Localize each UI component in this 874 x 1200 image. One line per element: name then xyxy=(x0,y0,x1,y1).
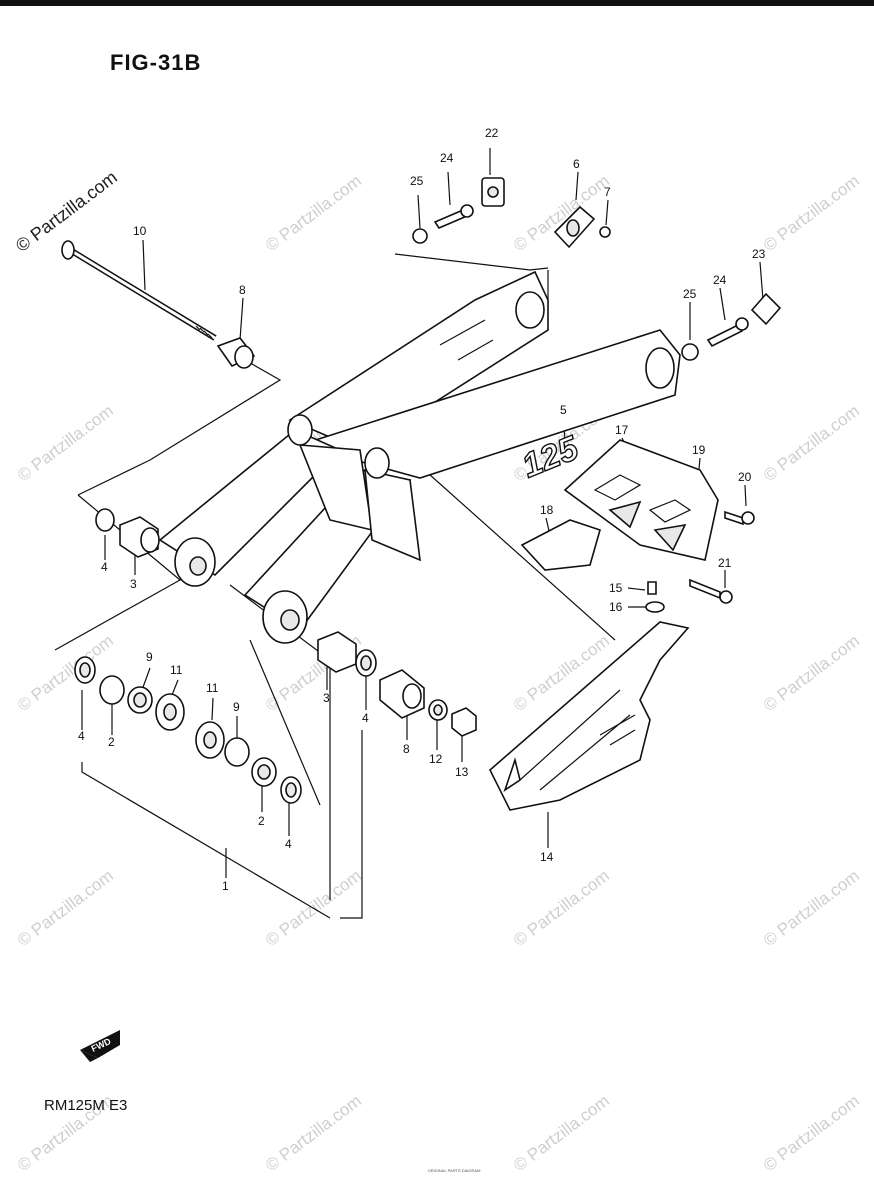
bearing-set-upper-left xyxy=(95,508,160,558)
swingarm: 125 xyxy=(158,270,681,644)
top-border xyxy=(0,0,874,6)
callout-8: 8 xyxy=(403,742,410,756)
callout-15: 15 xyxy=(609,581,623,595)
callout-3: 3 xyxy=(130,577,137,591)
bushing-set-left xyxy=(74,656,302,804)
callout-17: 17 xyxy=(615,423,629,437)
callout-13: 13 xyxy=(455,765,469,779)
callout-8: 8 xyxy=(239,283,246,297)
callout-2: 2 xyxy=(108,735,115,749)
callout-2: 2 xyxy=(258,814,265,828)
callout-9: 9 xyxy=(146,650,153,664)
callout-11: 11 xyxy=(206,681,219,695)
callout-1: 1 xyxy=(222,879,229,893)
callout-4: 4 xyxy=(362,711,369,725)
callout-25: 25 xyxy=(683,287,697,301)
callout-25: 25 xyxy=(410,174,424,188)
callout-19: 19 xyxy=(692,443,706,457)
callout-16: 16 xyxy=(609,600,623,614)
bushing-set-right xyxy=(317,631,477,737)
chain-slider-small xyxy=(520,519,601,571)
callout-7: 7 xyxy=(604,185,611,199)
callout-24: 24 xyxy=(713,273,727,287)
callout-23: 23 xyxy=(752,247,766,261)
callout-24: 24 xyxy=(440,151,454,165)
callout-5: 5 xyxy=(560,403,567,417)
callout-22: 22 xyxy=(485,126,499,140)
fwd-arrow-icon: FWD xyxy=(80,1030,120,1062)
callout-11: 11 xyxy=(170,663,183,677)
chain-adjuster-left xyxy=(412,177,611,249)
callout-20: 20 xyxy=(738,470,752,484)
callout-4: 4 xyxy=(285,837,292,851)
callout-4: 4 xyxy=(78,729,85,743)
pivot-shaft xyxy=(61,240,217,341)
bolts-right xyxy=(645,510,755,613)
fine-print: ORIGINAL PARTS DIAGRAM xyxy=(427,1168,481,1173)
callout-3: 3 xyxy=(323,691,330,705)
figure-title: FIG-31B xyxy=(110,50,202,75)
callout-6: 6 xyxy=(573,157,580,171)
callout-9: 9 xyxy=(233,700,240,714)
callout-12: 12 xyxy=(429,752,443,766)
chain-adjuster-right xyxy=(681,292,782,361)
callout-labels: 22 24 25 6 7 10 8 23 24 25 5 17 19 20 18… xyxy=(78,126,766,893)
callout-14: 14 xyxy=(540,850,554,864)
callout-18: 18 xyxy=(540,503,554,517)
pivot-collar xyxy=(216,337,256,369)
callout-4: 4 xyxy=(101,560,108,574)
callout-10: 10 xyxy=(133,224,147,238)
callout-21: 21 xyxy=(718,556,732,570)
chain-slider xyxy=(489,621,690,811)
chain-guide-plate xyxy=(563,439,719,561)
model-label: RM125M E3 xyxy=(44,1097,128,1114)
